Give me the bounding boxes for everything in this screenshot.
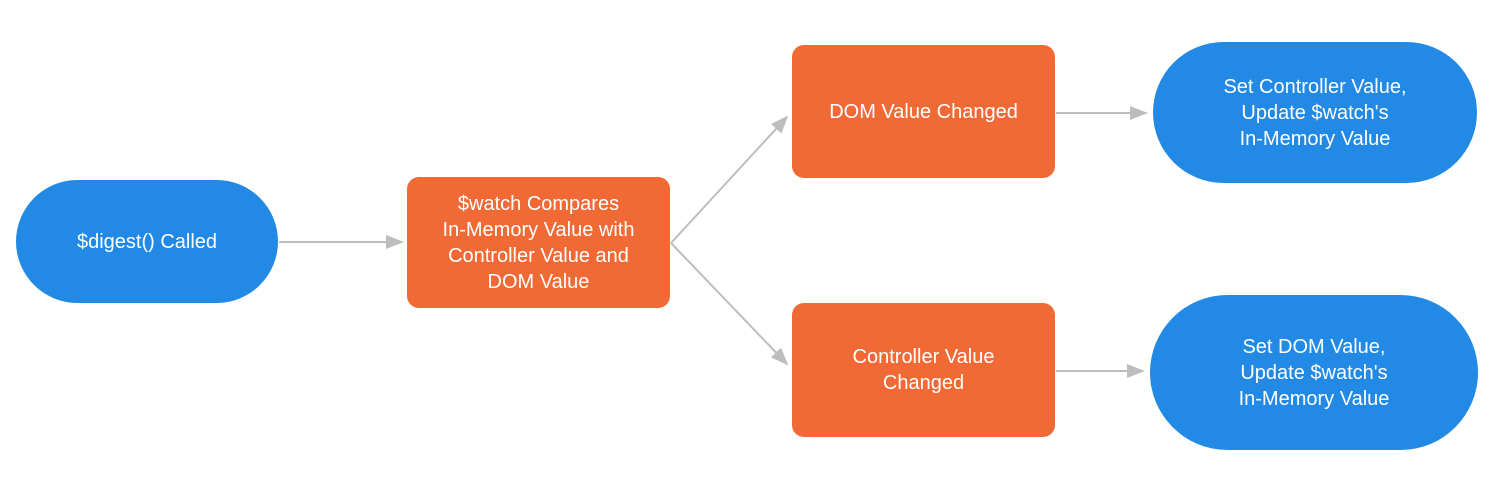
node-dom-value-changed: DOM Value Changed xyxy=(792,45,1055,178)
node-watch-compares-label: $watch Compares In-Memory Value with Con… xyxy=(442,192,635,293)
node-set-controller-value-label: Set Controller Value, Update $watch's In… xyxy=(1223,75,1407,150)
node-dom-value-changed-label: DOM Value Changed xyxy=(829,100,1018,123)
edge-watch-to-controller-changed-arrow xyxy=(670,242,789,366)
node-set-dom-value: Set DOM Value, Update $watch's In-Memory… xyxy=(1150,295,1478,450)
node-digest-called-label: $digest() Called xyxy=(76,230,218,253)
node-controller-value-changed: Controller Value Changed xyxy=(792,303,1055,437)
node-set-controller-value: Set Controller Value, Update $watch's In… xyxy=(1153,42,1477,183)
node-set-dom-value-label: Set DOM Value, Update $watch's In-Memory… xyxy=(1238,335,1390,410)
node-controller-value-changed-label: Controller Value Changed xyxy=(852,346,995,394)
edge-watch-to-dom-changed-arrow xyxy=(670,115,789,244)
node-digest-called: $digest() Called xyxy=(16,180,278,303)
node-watch-compares: $watch Compares In-Memory Value with Con… xyxy=(407,177,670,308)
